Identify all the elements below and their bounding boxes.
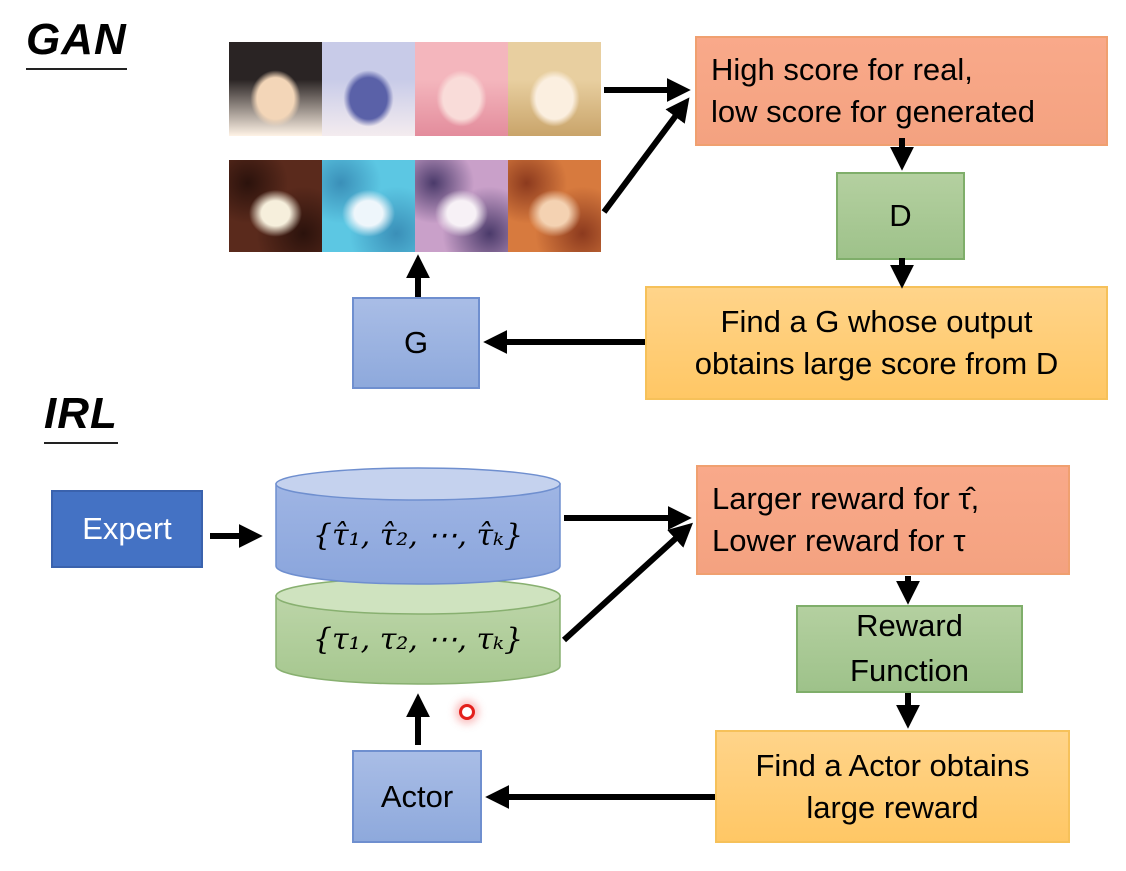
real-images-row (229, 42, 603, 136)
real-image (229, 42, 322, 136)
gan-heading-underline (26, 68, 127, 70)
actor-objective-box: Find a Actor obtains large reward (715, 730, 1070, 843)
generator-objective-line-2: obtains large score from D (694, 346, 1059, 381)
discriminator-label: D (889, 198, 912, 234)
generated-images-row (229, 160, 603, 252)
expert-trajectory-cylinder (275, 467, 561, 585)
generator-objective-box: Find a G whose output obtains large scor… (645, 286, 1108, 400)
reward-function-line-2: Function (850, 653, 969, 688)
objective-line-2: low score for generated (711, 94, 1035, 129)
generated-image (322, 160, 415, 252)
arrow-actor-demos-to-reward (561, 522, 693, 643)
gan-heading-text: GAN (26, 15, 127, 64)
objective-line-1: High score for real, (711, 52, 973, 88)
expert-label: Expert (82, 511, 172, 547)
reward-function-line-1: Reward (856, 608, 963, 644)
actor-objective-line-2: large reward (806, 789, 979, 825)
actor-label: Actor (380, 778, 454, 814)
expert-trajectories-label: {τ̂₁, τ̂₂, ⋯, τ̂ₖ} (312, 518, 524, 553)
real-image (508, 42, 601, 136)
actor-objective-line-1: Find a Actor obtains (755, 747, 1030, 783)
generated-image (229, 160, 322, 252)
real-image (415, 42, 508, 136)
actor-box: Actor (352, 750, 482, 843)
reward-objective-box: Larger reward for τ̂, Lower reward for τ (696, 465, 1070, 575)
generator-box: G (352, 297, 480, 389)
arrow-generated-to-objective (601, 97, 690, 214)
expert-box: Expert (51, 490, 203, 568)
generator-objective-line-1: Find a G whose output (720, 304, 1033, 340)
reward-objective-line-2: Lower reward for τ (712, 523, 966, 558)
irl-heading-text: IRL (44, 389, 118, 438)
actor-trajectory-cylinder (275, 577, 561, 685)
discriminator-objective-box: High score for real, low score for gener… (695, 36, 1108, 146)
real-image (322, 42, 415, 136)
reward-objective-line-1: Larger reward for τ̂, (712, 481, 980, 517)
reward-function-box: Reward Function (796, 605, 1023, 693)
generated-image (508, 160, 601, 252)
generated-image (415, 160, 508, 252)
irl-heading-underline (44, 442, 118, 444)
pointer-cursor-icon (459, 704, 475, 720)
gan-heading: GAN (26, 15, 127, 70)
irl-heading: IRL (44, 389, 118, 444)
generator-label: G (403, 325, 429, 361)
actor-trajectories-label: {τ₁, τ₂, ⋯, τₖ} (312, 622, 524, 657)
